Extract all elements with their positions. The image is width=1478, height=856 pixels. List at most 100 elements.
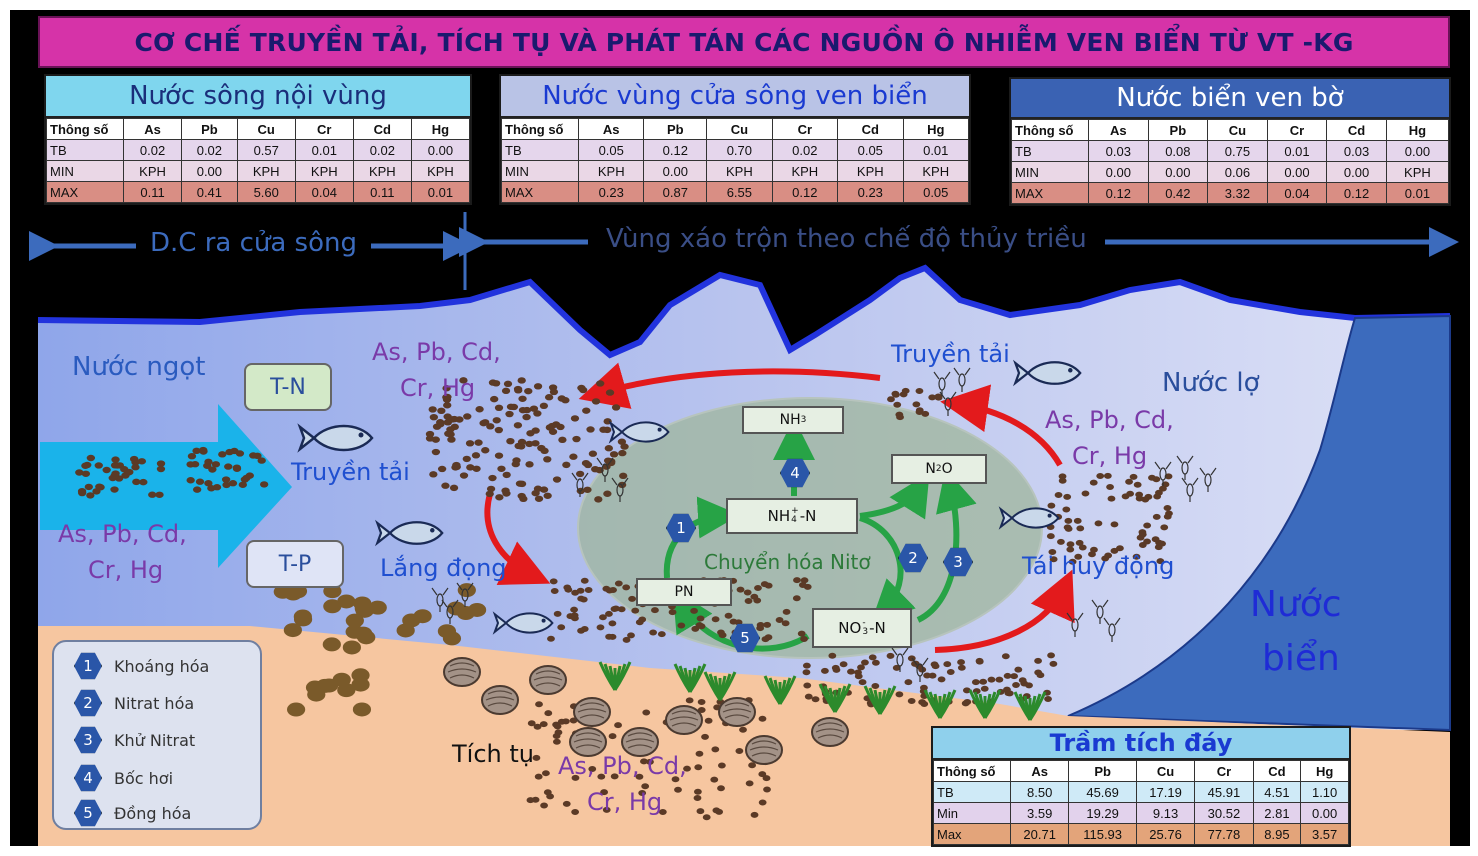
particle	[1132, 553, 1141, 560]
particle	[212, 484, 222, 491]
particle	[614, 722, 622, 729]
shell-group	[443, 657, 849, 765]
nh4-to-n2o-arrow	[859, 472, 930, 520]
metals-label-top-1: As, Pb, Cd,	[372, 338, 501, 366]
particle	[529, 405, 539, 412]
table-header-cell: Thông số	[501, 118, 579, 140]
particle	[204, 480, 213, 487]
particle	[125, 468, 134, 476]
particle	[238, 481, 247, 488]
table-cell: 0.06	[1207, 161, 1268, 183]
particle	[602, 806, 611, 813]
particle	[697, 706, 706, 713]
particle	[847, 668, 855, 675]
particle	[472, 465, 481, 472]
metals-label-top-2: Cr, Hg	[400, 374, 476, 402]
particle	[617, 438, 627, 445]
table-header-cell: Cr	[771, 118, 839, 140]
particle	[597, 773, 606, 780]
table-header-cell: Cd	[837, 118, 904, 140]
legend-label-5: Đồng hóa	[114, 803, 192, 823]
particle	[750, 593, 759, 600]
particle	[345, 613, 364, 628]
particle	[1104, 552, 1113, 559]
particle	[1001, 653, 1010, 660]
particle	[1047, 502, 1056, 509]
particle	[94, 462, 103, 469]
particle	[711, 616, 720, 623]
table-cell: MAX	[46, 181, 124, 203]
particle	[561, 397, 570, 404]
seagrass-icon	[968, 689, 1002, 719]
legend-badge-5: 5	[74, 799, 102, 827]
particle	[854, 673, 863, 680]
legend-label-2: Nitrat hóa	[114, 693, 195, 713]
particle	[736, 586, 745, 593]
particle	[81, 470, 91, 477]
no3-sub: 3	[862, 627, 869, 637]
particle	[1034, 669, 1043, 676]
particle	[137, 458, 147, 465]
particle	[110, 486, 119, 493]
particle	[431, 436, 440, 443]
particle	[649, 629, 658, 636]
shell-icon	[718, 697, 756, 727]
particle	[1107, 495, 1116, 502]
particle	[1012, 682, 1020, 689]
table-header-cell: Cr	[1266, 119, 1328, 141]
particle	[539, 402, 549, 410]
metals-label-left-1: As, Pb, Cd,	[58, 520, 187, 548]
particle	[1116, 545, 1124, 552]
table-cell: 45.69	[1068, 781, 1137, 803]
particle	[712, 807, 721, 814]
particle	[599, 614, 607, 621]
remobilization-arrow	[934, 569, 1075, 653]
particle	[1058, 473, 1067, 480]
particle	[702, 814, 711, 821]
particle	[448, 416, 457, 423]
particle	[1138, 541, 1147, 548]
particle	[1143, 522, 1152, 529]
particle	[617, 606, 626, 613]
nh4-post: -N	[799, 507, 817, 525]
particle	[235, 450, 245, 457]
table-cell: 4.51	[1252, 781, 1302, 803]
deposition-arrow	[484, 493, 551, 585]
fresh-water-label: Nước ngọt	[72, 352, 206, 382]
particle	[609, 586, 617, 593]
particle	[514, 387, 523, 394]
plankton-icon	[431, 587, 449, 612]
table-header-cell: Cr	[1194, 760, 1254, 782]
table-header-cell: Thông số	[1011, 119, 1089, 141]
table-cell: MIN	[46, 160, 124, 182]
particle	[886, 652, 895, 659]
particle	[611, 404, 621, 411]
particle	[539, 721, 548, 728]
particle	[1152, 513, 1161, 520]
particle	[802, 662, 811, 669]
particle	[549, 578, 558, 585]
particle	[497, 465, 506, 472]
table-cell: 0.00	[1266, 161, 1328, 183]
sediment-table-title: Trầm tích đáy	[933, 728, 1349, 760]
particle	[695, 750, 704, 757]
plankton-icon	[1066, 612, 1084, 637]
particle	[562, 461, 571, 469]
no3-post: -N	[869, 619, 886, 637]
particle	[1158, 540, 1166, 547]
particle	[658, 809, 667, 816]
transport-label-left: Truyền tải	[291, 458, 410, 486]
legend-label-4: Bốc hơi	[114, 768, 174, 788]
table-cell: 77.78	[1194, 823, 1254, 845]
particle	[83, 461, 92, 469]
particle	[1046, 533, 1055, 540]
metals-label-right-1: As, Pb, Cd,	[1045, 406, 1174, 434]
particle	[222, 481, 231, 489]
particle	[579, 386, 588, 394]
table-cell: 0.00	[1088, 161, 1149, 183]
